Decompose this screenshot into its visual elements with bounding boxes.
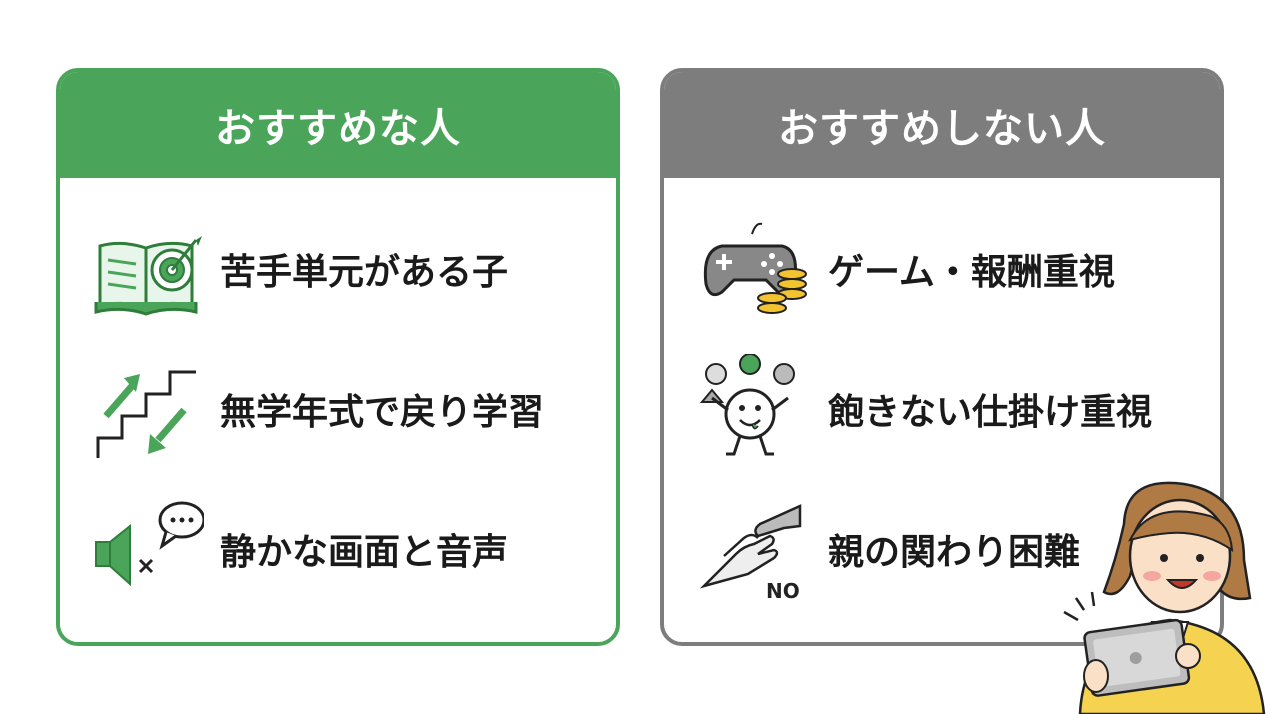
stairs-arrows-icon	[96, 370, 196, 458]
item-label: 苦手単元がある子	[220, 252, 509, 293]
recommended-title: おすすめな人	[60, 72, 616, 178]
woman-tablet-icon	[1063, 481, 1266, 714]
speaker-muted-bubble-icon	[95, 501, 204, 587]
hands-no-icon: NO	[699, 504, 802, 603]
item-label: 飽きない仕掛け重視	[828, 392, 1153, 433]
recommended-panel: おすすめな人 苦手単元がある子 無学年式で戻り学習	[56, 68, 620, 646]
not-recommended-title: おすすめしない人	[664, 72, 1220, 178]
item-label: 静かな画面と音声	[220, 532, 509, 573]
item-label: 親の関わり困難	[828, 532, 1081, 573]
item-label: ゲーム・報酬重視	[828, 252, 1115, 293]
no-text: NO	[766, 579, 800, 603]
book-target-icon	[94, 236, 202, 316]
item-label: 無学年式で戻り学習	[220, 392, 545, 433]
gamepad-coins-icon	[703, 222, 807, 314]
juggling-mascot-icon	[699, 354, 795, 456]
